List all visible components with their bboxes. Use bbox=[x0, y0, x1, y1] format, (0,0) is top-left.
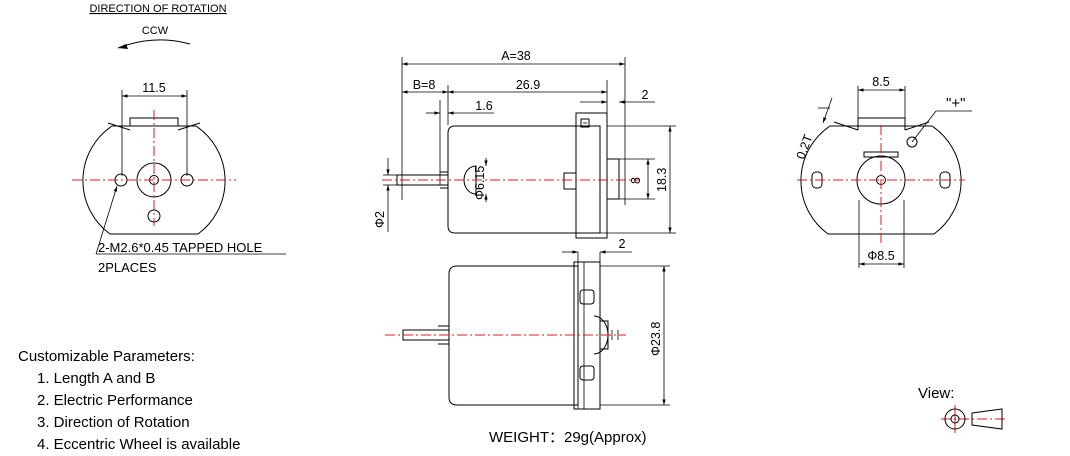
dim-shaft-dia: Φ2 bbox=[373, 211, 387, 228]
rear-tab-edge bbox=[833, 121, 859, 131]
symbol-inner-circle bbox=[950, 414, 960, 424]
symbol-outer-circle bbox=[944, 408, 966, 430]
weight-label: WEIGHT：29g(Approx) bbox=[489, 429, 647, 446]
hole-leader bbox=[95, 185, 118, 255]
dim-arrow bbox=[822, 97, 833, 124]
rotation-title: DIRECTION OF ROTATION bbox=[89, 3, 226, 15]
hole-spacing-dim: 11.5 bbox=[142, 81, 165, 95]
side-brush-block bbox=[563, 172, 577, 190]
polarity-label: "+" bbox=[946, 95, 965, 112]
dim-step: 1.6 bbox=[475, 99, 492, 113]
rotation-arrow bbox=[117, 39, 191, 49]
top-terminal bbox=[579, 365, 595, 381]
front-tab-edge bbox=[107, 122, 131, 131]
top-dim-tab: 2 bbox=[619, 237, 626, 251]
projection-symbol bbox=[941, 405, 1008, 433]
dim-b: B=8 bbox=[413, 78, 436, 92]
front-housing-outline bbox=[82, 125, 226, 235]
front-view: DIRECTION OF ROTATION CCW 11.5 2-M2.6*0.… bbox=[72, 3, 286, 275]
rear-top-tab bbox=[857, 117, 906, 130]
customizable-parameters: Customizable Parameters: 1. Length A and… bbox=[18, 346, 240, 456]
side-shaft-step bbox=[440, 171, 449, 189]
side-terminal bbox=[580, 118, 590, 128]
side-bearing-boss bbox=[606, 158, 620, 200]
dim-body: 26.9 bbox=[516, 78, 540, 92]
hole-note-line2: 2PLACES bbox=[98, 260, 157, 275]
dim-boss-dia: Φ6.15 bbox=[473, 166, 487, 200]
side-body-outline bbox=[447, 125, 601, 234]
top-view: 2 Φ23.8 bbox=[385, 237, 670, 410]
parameter-item: 2. Electric Performance bbox=[37, 392, 193, 409]
rear-dim-width: 8.5 bbox=[872, 75, 889, 89]
view-label: View: bbox=[918, 385, 955, 402]
dim-bearing: 8 bbox=[629, 177, 643, 184]
top-dim-dia: Φ23.8 bbox=[649, 322, 663, 356]
parameter-item: 1. Length A and B bbox=[37, 370, 156, 387]
side-view: A=38 B=8 26.9 1.6 2 Φ2 Φ bbox=[373, 49, 676, 239]
rear-tab-edge bbox=[904, 121, 930, 131]
rear-housing-outline bbox=[800, 125, 962, 235]
rotation-arrow-head bbox=[118, 44, 128, 49]
front-tab-edge bbox=[177, 122, 201, 131]
rotation-dir-label: CCW bbox=[142, 25, 169, 37]
rear-dim-boss-dia: Φ8.5 bbox=[867, 249, 894, 263]
top-terminal bbox=[579, 289, 595, 305]
parameter-item: 3. Direction of Rotation bbox=[37, 414, 190, 431]
parameter-item: 4. Eccentric Wheel is available bbox=[37, 436, 241, 453]
hole-note-line1: 2-M2.6*0.45 TAPPED HOLE bbox=[98, 240, 263, 255]
parameters-title: Customizable Parameters: bbox=[18, 348, 195, 365]
side-front-boss bbox=[463, 165, 477, 195]
dim-a: A=38 bbox=[501, 49, 531, 63]
rear-view: 8.5 0.2T "+" Φ8.5 bbox=[794, 75, 972, 268]
top-body-outline bbox=[448, 265, 579, 406]
rear-polarity-mark bbox=[906, 136, 918, 148]
dim-tab: 2 bbox=[642, 88, 649, 102]
symbol-cone bbox=[971, 408, 1003, 430]
dim-height: 18.3 bbox=[655, 168, 669, 192]
rear-dim-thickness: 0.2T bbox=[794, 132, 816, 161]
side-end-cap bbox=[575, 112, 608, 239]
